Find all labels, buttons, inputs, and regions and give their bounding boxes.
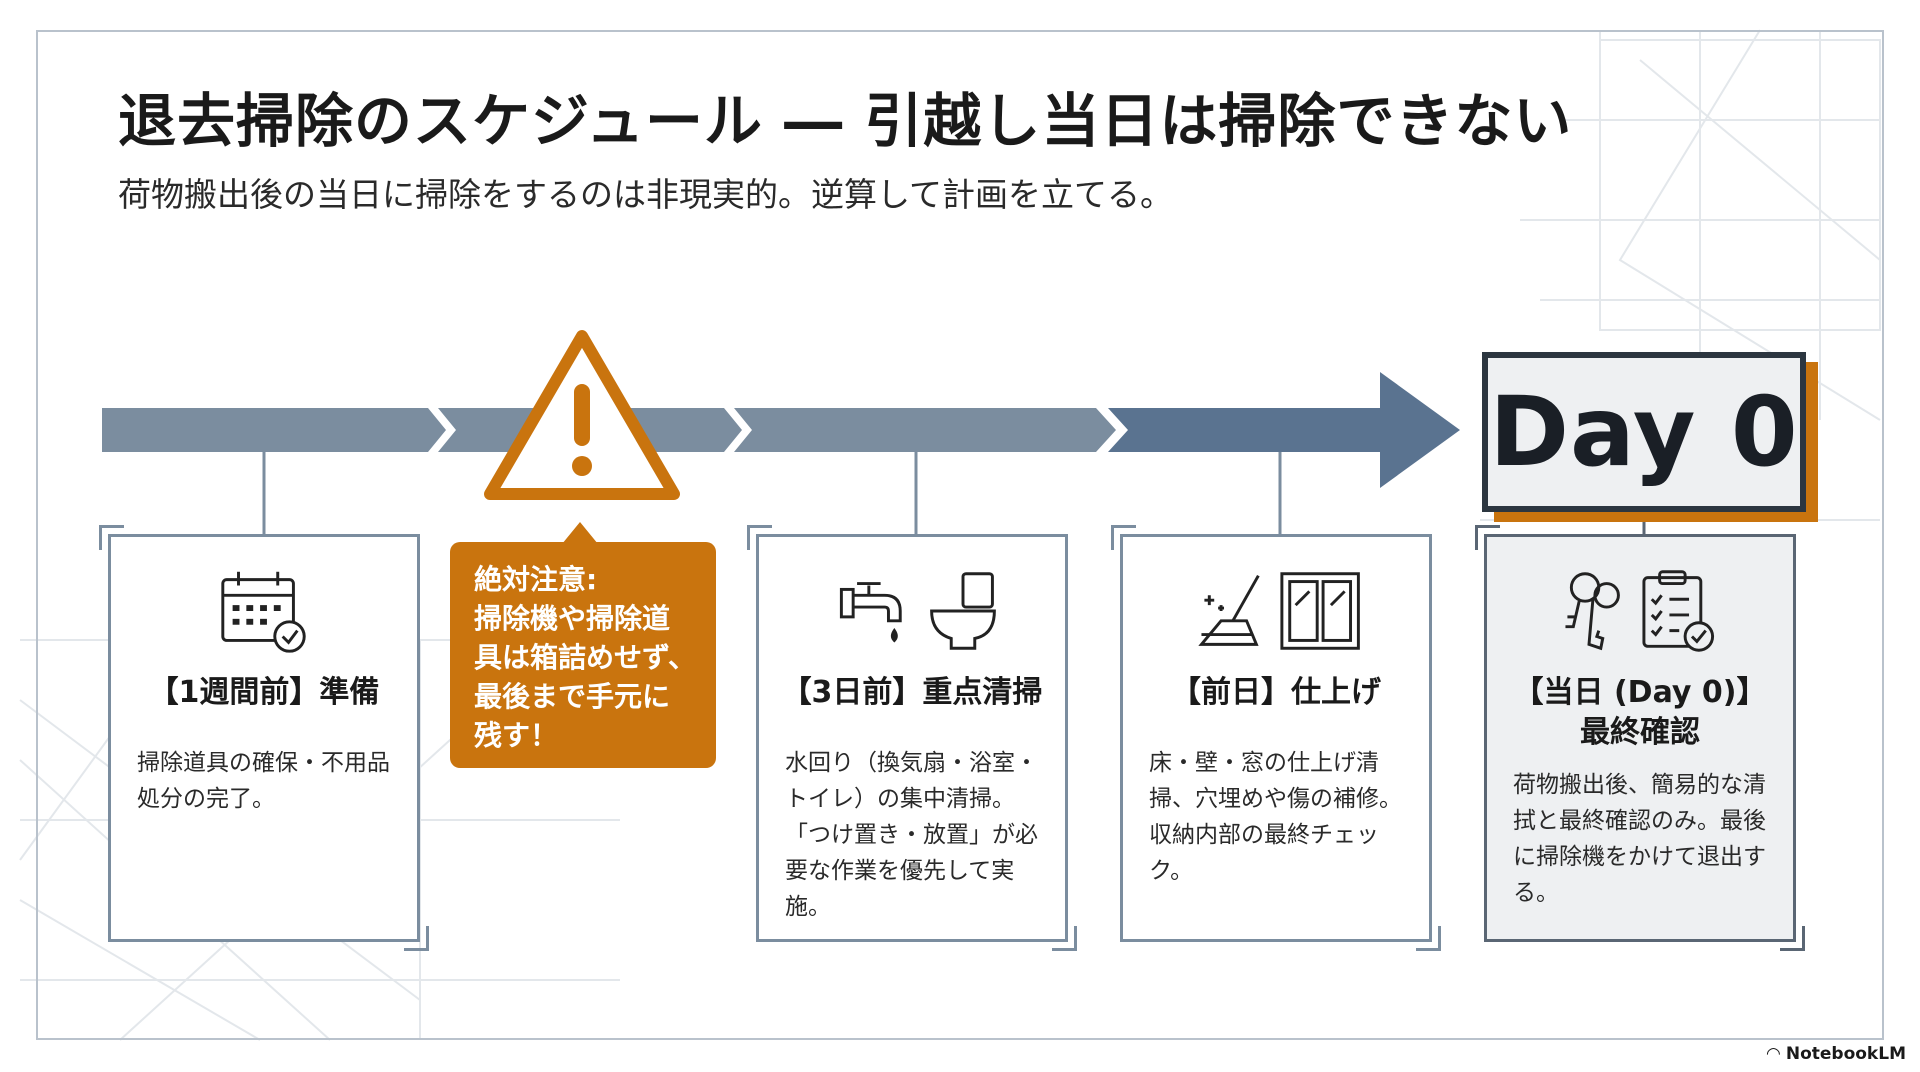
warning-line: 具は箱詰めせず、	[474, 641, 697, 674]
warning-line: 最後まで手元に	[474, 680, 671, 713]
card-corner	[99, 525, 124, 550]
broom-window-icons	[1198, 572, 1360, 650]
warning-callout: 絶対注意: 掃除機や掃除道 具は箱詰めせず、 最後まで手元に 残す！	[450, 522, 716, 768]
step-body: 荷物搬出後、簡易的な清拭と最終確認のみ。最後に掃除機をかけて退出する。	[1513, 772, 1766, 906]
card-corner	[1780, 926, 1805, 951]
step-card-3days: 【3日前】重点清掃 水回り（換気扇・浴室・トイレ）の集中清掃。「つけ置き・放置」…	[747, 525, 1077, 951]
brand-icon: ◠	[1766, 1044, 1786, 1064]
step-title-line: 最終確認	[1580, 715, 1700, 750]
step-title: 【1週間前】準備	[148, 675, 380, 710]
brand-label: NotebookLM	[1785, 1044, 1906, 1064]
step-title-line: 【当日 (Day 0)】	[1513, 675, 1767, 710]
card-corner	[747, 525, 772, 550]
faucet-icon	[839, 582, 902, 643]
step-body: 水回り（換気扇・浴室・トイレ）の集中清掃。「つけ置き・放置」が必要な作業を優先し…	[785, 750, 1038, 920]
window-icon	[1280, 572, 1360, 650]
warning-line: 掃除機や掃除道	[474, 602, 671, 635]
card-corner	[1111, 525, 1136, 550]
step-card-day0: 【当日 (Day 0)】 最終確認 荷物搬出後、簡易的な清拭と最終確認のみ。最後…	[1475, 525, 1805, 951]
card-corner	[1416, 926, 1441, 951]
step-card-dayBefore: 【前日】仕上げ 床・壁・窓の仕上げ清掃、穴埋めや傷の補修。収納内部の最終チェック…	[1111, 525, 1441, 951]
arrow-segment-3	[734, 408, 1116, 452]
step-card-1week: 【1週間前】準備 掃除道具の確保・不用品処分の完了。	[99, 525, 429, 951]
step-title: 【当日 (Day 0)】 最終確認	[1487, 673, 1793, 753]
slide-frame	[36, 30, 1884, 1040]
card-corner	[404, 926, 429, 951]
toilet-icon	[930, 572, 996, 650]
arrow-segment-1	[102, 408, 446, 452]
step-body: 掃除道具の確保・不用品処分の完了。	[137, 750, 390, 812]
faucet-toilet-icons	[839, 572, 996, 650]
brand-logo: ◠ NotebookLM	[1767, 1044, 1906, 1064]
broom-icon	[1198, 574, 1260, 646]
page-subtitle: 荷物搬出後の当日に掃除をするのは非現実的。逆算して計画を立てる。	[118, 175, 1174, 214]
page-title: 退去掃除のスケジュール ― 引越し当日は掃除できない	[118, 87, 1573, 155]
card-corner	[1052, 926, 1077, 951]
calendar-check-icon	[221, 571, 306, 653]
arrow-head-segment	[1108, 372, 1460, 488]
warning-line: 残す！	[474, 719, 559, 752]
checklist-icon	[1642, 570, 1715, 652]
warning-line: 絶対注意:	[474, 563, 598, 596]
step-title: 【3日前】重点清掃	[781, 675, 1043, 710]
warning-triangle-icon	[484, 330, 680, 500]
keys-checklist-icons	[1565, 570, 1715, 652]
card-corner	[1475, 525, 1500, 550]
keys-icon	[1565, 572, 1620, 651]
day0-label: Day 0	[1482, 352, 1806, 512]
warning-callout-tail	[562, 522, 598, 544]
step-title: 【前日】仕上げ	[1171, 675, 1381, 710]
step-body: 床・壁・窓の仕上げ清掃、穴埋めや傷の補修。収納内部の最終チェック。	[1149, 750, 1402, 884]
